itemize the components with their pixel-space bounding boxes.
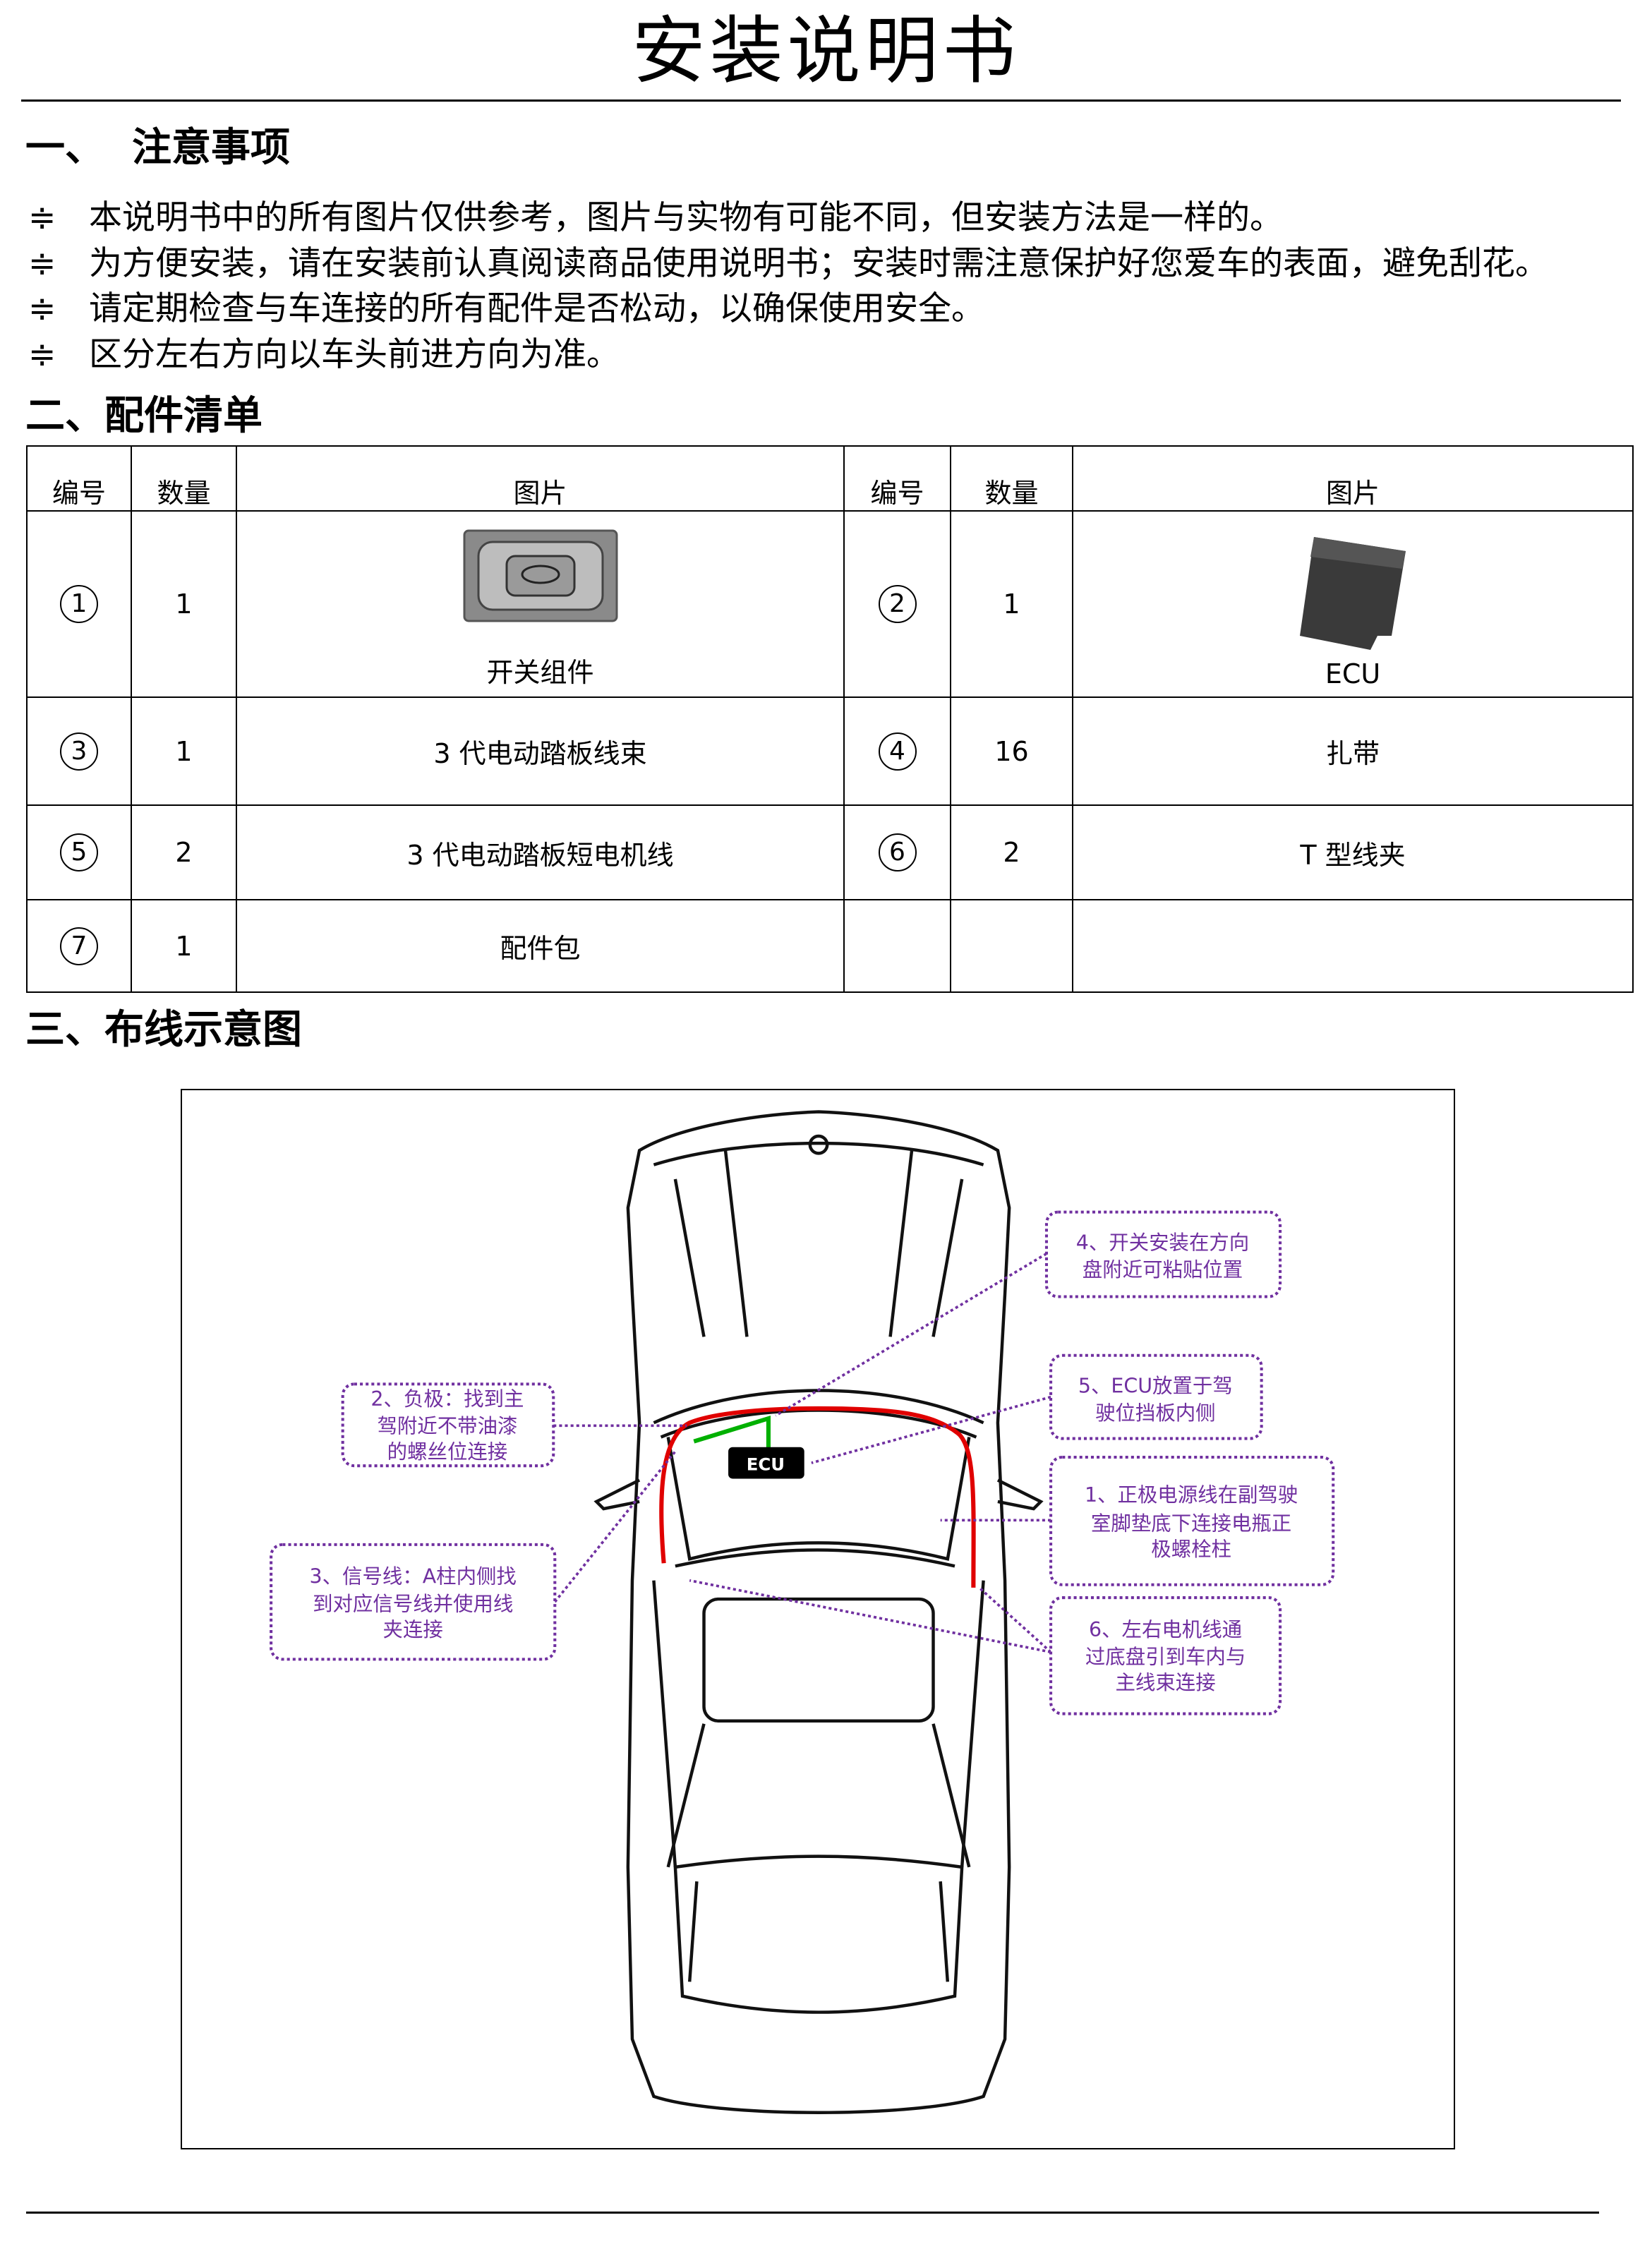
callout-6-line: 过底盘引到车内与 <box>1085 1645 1246 1668</box>
item-name: 3 代电动踏板线束 <box>236 696 845 806</box>
item-qty: 1 <box>950 510 1073 698</box>
empty-cell <box>843 899 951 993</box>
car-outline <box>593 1110 1044 2114</box>
callout-5-line: 5、ECU放置于驾 <box>1078 1375 1233 1398</box>
item-number: 5 <box>60 833 98 871</box>
wiring-diagram: ECU 4、开关安装在方向 盘附近可粘贴位置 5、ECU放置于驾 驶位挡板内侧 … <box>181 1089 1455 2149</box>
item-name: ECU <box>1325 658 1381 689</box>
parts-table: 编号 数量 图片 编号 数量 图片 1 1 开关组件 2 1 ECU <box>26 445 1634 993</box>
note-text: 本说明书中的所有图片仅供参考，图片与实物有可能不同，但安装方法是一样的。 <box>89 198 1283 237</box>
item-name: 扎带 <box>1072 696 1634 806</box>
item-qty: 1 <box>131 510 237 698</box>
callout-3-line: 3、信号线：A柱内侧找 <box>310 1565 517 1588</box>
header-cell: 编号 <box>843 445 951 512</box>
item-name: T 型线夹 <box>1072 804 1634 900</box>
table-row: 3 1 3 代电动踏板线束 4 16 扎带 <box>26 696 1634 806</box>
ground-wire <box>693 1416 771 1449</box>
power-wire <box>659 1406 976 1588</box>
note-text: 请定期检查与车连接的所有配件是否松动，以确保使用安全。 <box>89 289 984 328</box>
bullet-icon: ≑ <box>28 289 56 328</box>
callout-3-line: 夹连接 <box>383 1618 443 1641</box>
note-item: ≑ 区分左右方向以车头前进方向为准。 <box>28 334 620 376</box>
item-qty: 1 <box>131 696 237 806</box>
item-qty: 2 <box>950 804 1073 900</box>
note-item: ≑ 请定期检查与车连接的所有配件是否松动，以确保使用安全。 <box>28 288 984 330</box>
header-cell: 图片 <box>1072 445 1634 512</box>
ecu-label: ECU <box>747 1454 785 1474</box>
item-number: 1 <box>60 585 98 623</box>
callout-4-line: 4、开关安装在方向 <box>1076 1231 1249 1254</box>
item-qty: 2 <box>131 804 237 900</box>
empty-cell <box>1072 899 1634 993</box>
callout-4-line: 盘附近可粘贴位置 <box>1083 1258 1243 1281</box>
item-picture-cell: ECU <box>1072 510 1634 698</box>
wiring-diagram-svg: ECU 4、开关安装在方向 盘附近可粘贴位置 5、ECU放置于驾 驶位挡板内侧 … <box>270 1110 1335 2114</box>
title-divider <box>21 99 1621 102</box>
item-qty: 1 <box>131 899 237 993</box>
table-row: 5 2 3 代电动踏板短电机线 6 2 T 型线夹 <box>26 804 1634 900</box>
item-number: 2 <box>878 585 917 623</box>
item-picture-cell: 开关组件 <box>236 510 845 698</box>
item-name: 开关组件 <box>486 657 594 688</box>
callout-1-line: 极螺栓柱 <box>1151 1538 1231 1561</box>
callout-3-line: 到对应信号线并使用线 <box>313 1592 513 1615</box>
item-number: 3 <box>60 732 98 771</box>
table-row: 7 1 配件包 <box>26 899 1634 993</box>
callout-boxes <box>270 1210 1335 1715</box>
item-number: 6 <box>878 833 917 871</box>
section-heading-notes: 一、 注意事项 <box>25 125 290 171</box>
callout-6-line: 6、左右电机线通 <box>1089 1618 1242 1641</box>
table-header-row: 编号 数量 图片 编号 数量 图片 <box>26 445 1634 512</box>
callout-2-line: 的螺丝位连接 <box>387 1440 508 1464</box>
section-heading-parts: 二、配件清单 <box>25 393 263 439</box>
callout-1-line: 1、正极电源线在副驾驶 <box>1085 1483 1298 1507</box>
leader-lines <box>553 1252 1052 1654</box>
bullet-icon: ≑ <box>28 198 56 237</box>
callout-2-line: 2、负极：找到主 <box>370 1387 524 1411</box>
header-cell: 数量 <box>950 445 1073 512</box>
header-cell: 编号 <box>26 445 132 512</box>
note-text: 区分左右方向以车头前进方向为准。 <box>89 335 620 374</box>
bullet-icon: ≑ <box>28 244 56 283</box>
note-text: 为方便安装，请在安装前认真阅读商品使用说明书；安装时需注意保护好您爱车的表面，避… <box>89 244 1548 283</box>
header-cell: 图片 <box>236 445 845 512</box>
item-name: 配件包 <box>236 899 845 993</box>
switch-assembly-image <box>463 529 617 622</box>
header-cell: 数量 <box>131 445 237 512</box>
document-title: 安装说明书 <box>632 8 1020 94</box>
bullet-icon: ≑ <box>28 335 56 374</box>
callout-1-line: 室脚垫底下连接电瓶正 <box>1091 1512 1291 1536</box>
ecu-box: ECU <box>728 1447 804 1479</box>
item-number: 7 <box>60 927 98 965</box>
callout-2-line: 驾附近不带油漆 <box>377 1414 517 1437</box>
table-row: 1 1 开关组件 2 1 ECU <box>26 510 1634 698</box>
callout-6-line: 主线束连接 <box>1116 1671 1216 1694</box>
callout-5-line: 驶位挡板内侧 <box>1095 1401 1216 1425</box>
footer-divider <box>26 2212 1599 2214</box>
note-item: ≑ 本说明书中的所有图片仅供参考，图片与实物有可能不同，但安装方法是一样的。 <box>28 197 1283 239</box>
item-name: 3 代电动踏板短电机线 <box>236 804 845 900</box>
section-heading-wiring: 三、布线示意图 <box>25 1007 302 1053</box>
note-item: ≑ 为方便安装，请在安装前认真阅读商品使用说明书；安装时需注意保护好您爱车的表面，… <box>28 243 1548 285</box>
item-number: 4 <box>878 732 917 771</box>
empty-cell <box>950 899 1073 993</box>
item-qty: 16 <box>950 696 1073 806</box>
ecu-image <box>1300 537 1406 650</box>
